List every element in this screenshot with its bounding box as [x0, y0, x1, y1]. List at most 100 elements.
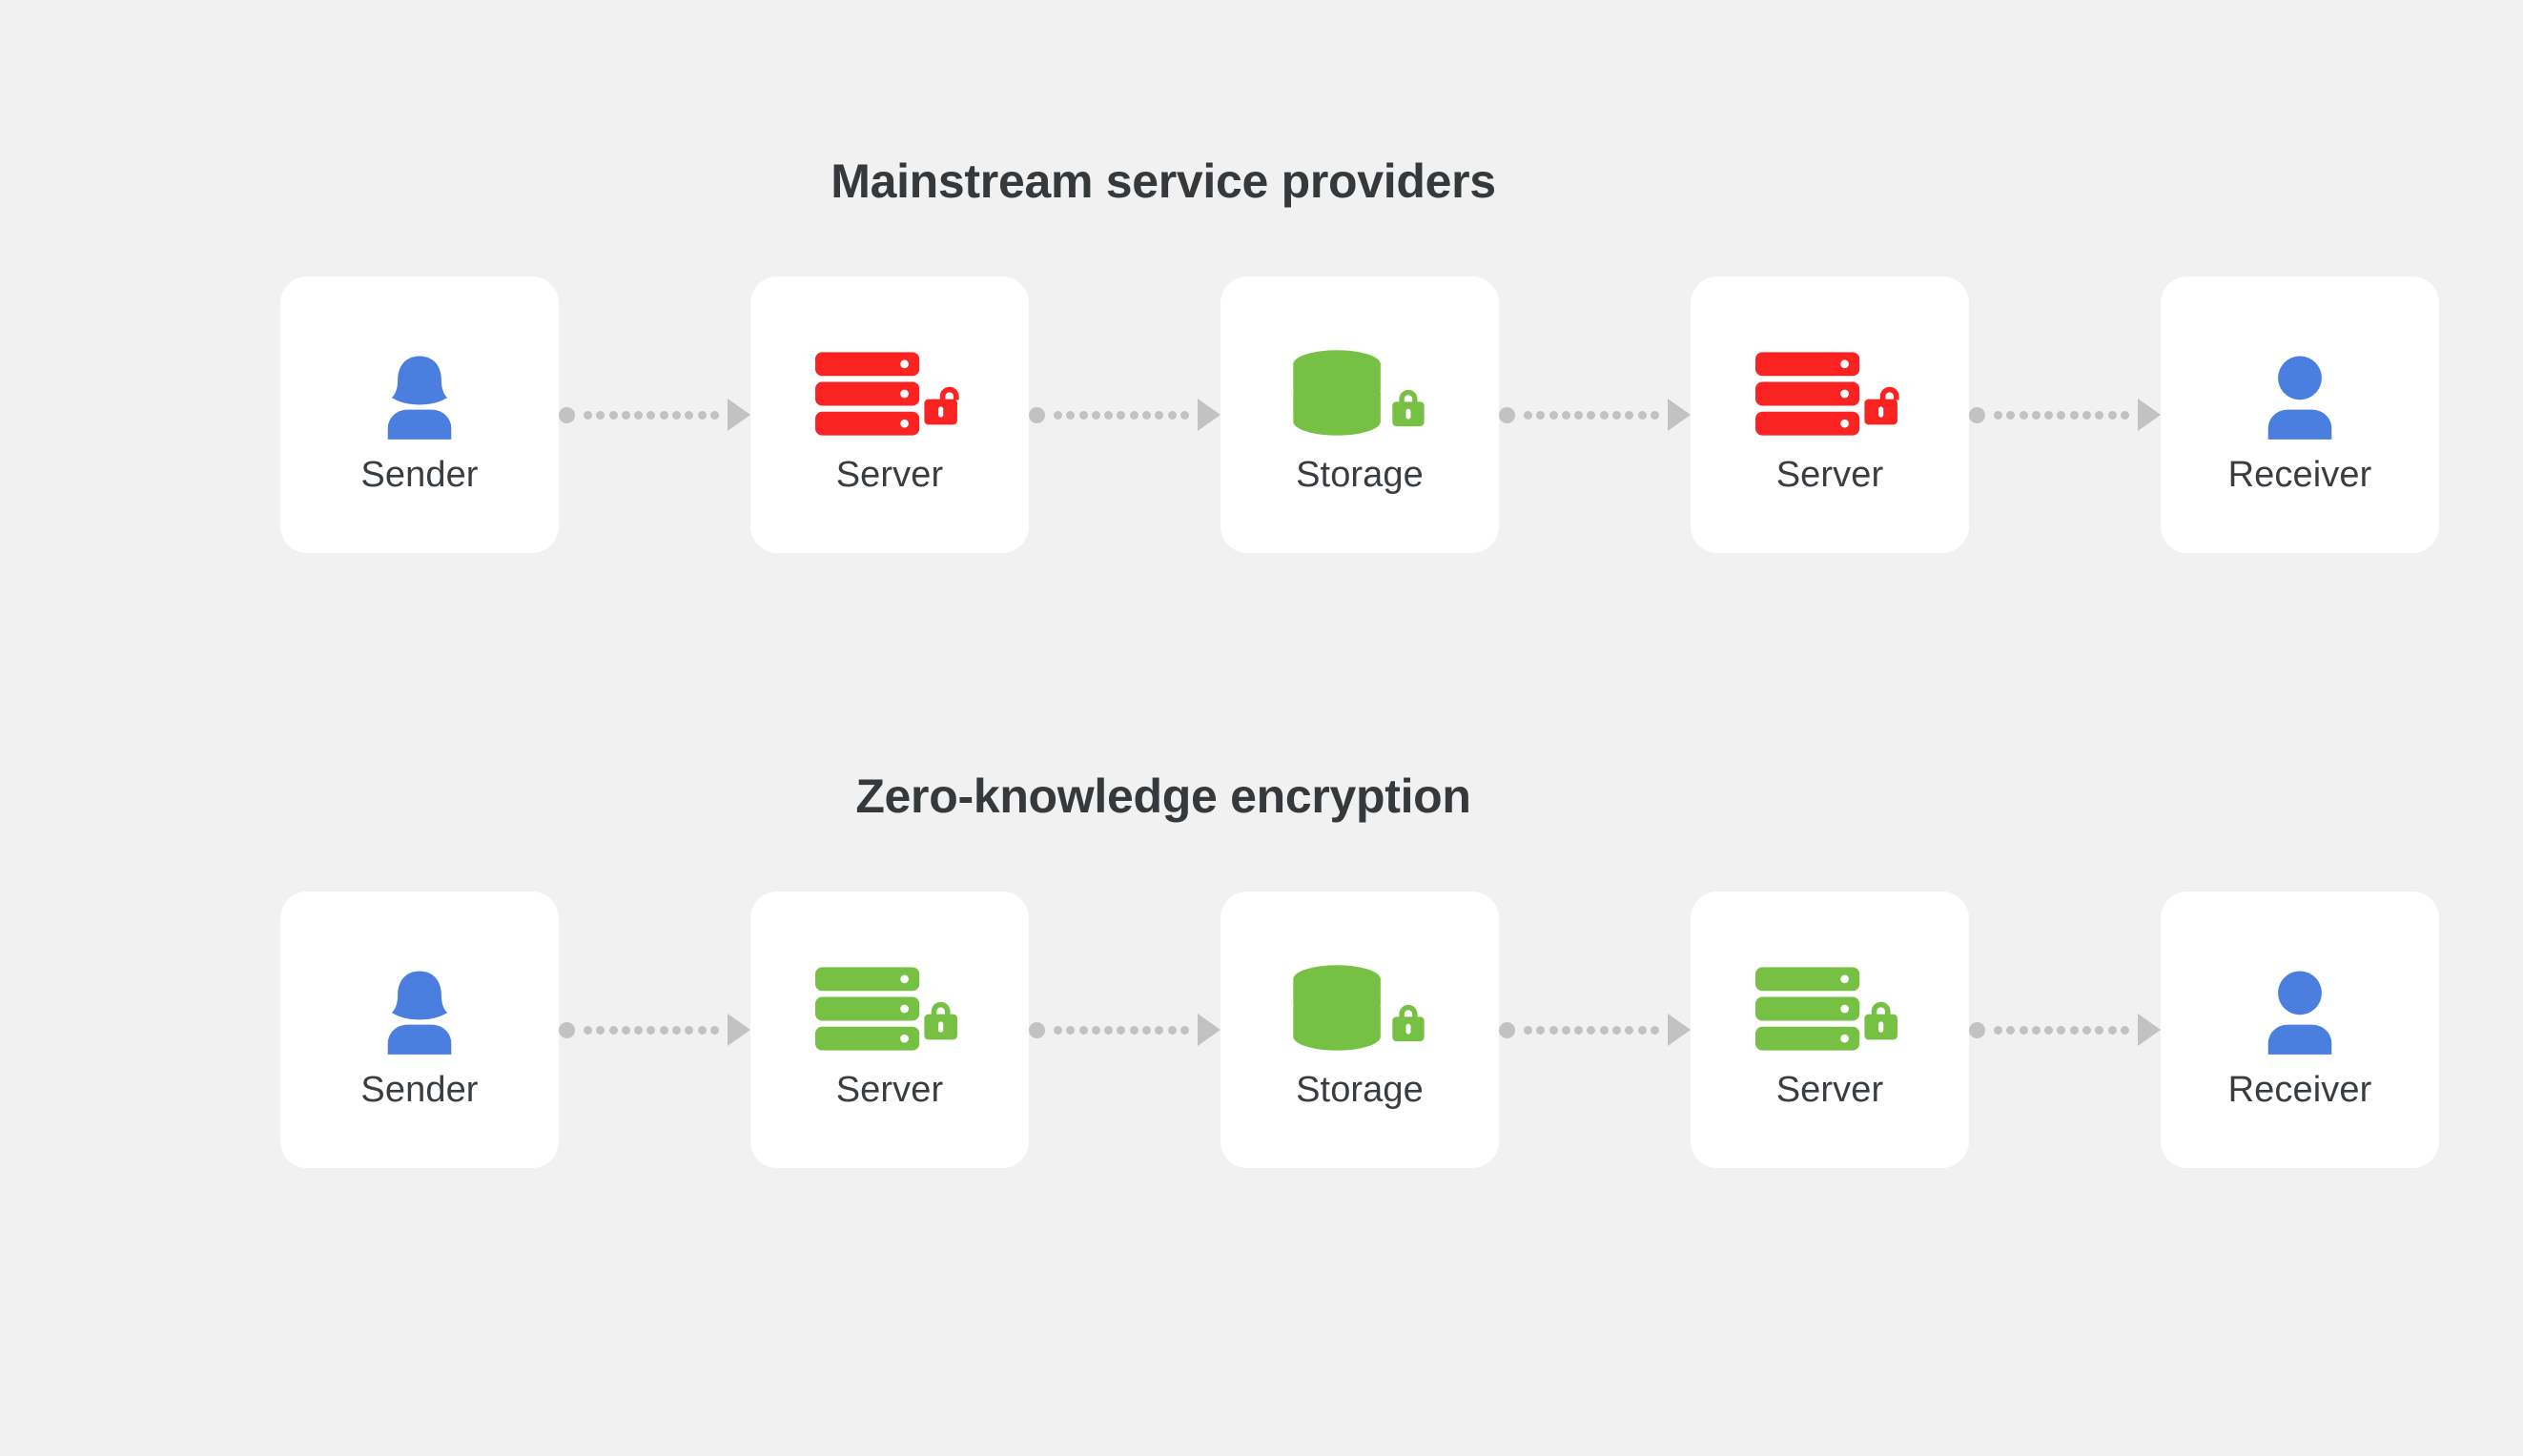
- connector-dot: [2069, 1025, 2079, 1035]
- connector-dot: [1599, 1025, 1609, 1035]
- connector-dot: [584, 410, 592, 420]
- connector-dot: [596, 1025, 605, 1035]
- dotted-arrow-icon: [559, 399, 750, 431]
- connector-dot: [1066, 1025, 1076, 1035]
- section-title: Mainstream service providers: [831, 154, 1496, 208]
- connector-start-dot: [559, 1021, 575, 1038]
- dotted-arrow-icon: [1499, 399, 1691, 431]
- connector-dot: [1078, 410, 1088, 420]
- connector-dot: [1574, 1025, 1584, 1035]
- connector-dot: [2019, 410, 2028, 420]
- connector-dot: [608, 1025, 618, 1035]
- card-label: Server: [835, 455, 944, 495]
- connector-dot: [1179, 410, 1189, 420]
- connector-dot: [2031, 1025, 2041, 1035]
- connector-dot: [1054, 1025, 1062, 1035]
- server-icon: [815, 952, 964, 1066]
- dotted-arrow-icon: [1499, 1014, 1691, 1046]
- connector-dots: [584, 410, 719, 420]
- connector-dot: [2057, 410, 2066, 420]
- connector-dot: [2095, 1025, 2104, 1035]
- connector-dot: [685, 410, 694, 420]
- connector-dot: [2044, 410, 2054, 420]
- connector-dot: [1054, 410, 1062, 420]
- connector-dots: [1054, 410, 1189, 420]
- flow-card-server-3[interactable]: Server: [1691, 277, 1969, 553]
- connector-dot: [1167, 410, 1177, 420]
- connector-dot: [1549, 1025, 1558, 1035]
- connector-dot: [1117, 1025, 1126, 1035]
- connector-dot: [1117, 410, 1126, 420]
- connector-dot: [621, 1025, 630, 1035]
- database-icon: [1285, 952, 1434, 1066]
- card-label: Storage: [1296, 1070, 1424, 1110]
- flow-card-sender-0[interactable]: Sender: [280, 277, 559, 553]
- server-icon: [815, 337, 964, 451]
- connector-dots: [1524, 1025, 1659, 1035]
- connector-dot: [1612, 410, 1622, 420]
- card-label: Server: [1775, 455, 1884, 495]
- card-label: Sender: [360, 1070, 479, 1110]
- database-icon: [1285, 337, 1434, 451]
- connector-dot: [1994, 1025, 2002, 1035]
- connector-dot: [1129, 410, 1138, 420]
- connector-dots: [1054, 1025, 1189, 1035]
- section-title: Zero-knowledge encryption: [855, 769, 1471, 823]
- dotted-arrow-icon: [1029, 1014, 1220, 1046]
- connector-dot: [709, 410, 719, 420]
- connector-dot: [1587, 410, 1596, 420]
- connector-dot: [1155, 1025, 1164, 1035]
- connector-dot: [1599, 410, 1609, 420]
- connector-dot: [1650, 1025, 1659, 1035]
- connector-dot: [2120, 410, 2129, 420]
- connector-dot: [1561, 1025, 1570, 1035]
- connector-dot: [1091, 410, 1100, 420]
- connector-dot: [634, 1025, 644, 1035]
- card-label: Receiver: [2227, 1070, 2372, 1110]
- connector-dot: [672, 1025, 682, 1035]
- connector-dot: [1091, 1025, 1100, 1035]
- connector-start-dot: [1029, 406, 1045, 423]
- connector-dot: [1142, 1025, 1152, 1035]
- connector-dot: [1612, 1025, 1622, 1035]
- dotted-arrow-icon: [1969, 1014, 2161, 1046]
- flow-card-storage-2[interactable]: Storage: [1220, 892, 1499, 1168]
- flow-card-receiver-4[interactable]: Receiver: [2161, 892, 2439, 1168]
- connector-arrowhead: [1668, 1014, 1691, 1046]
- connector-dot: [646, 410, 656, 420]
- connector-dot: [1637, 410, 1647, 420]
- connector-dot: [1524, 1025, 1532, 1035]
- flow-card-server-3[interactable]: Server: [1691, 892, 1969, 1168]
- connector-dot: [1625, 1025, 1634, 1035]
- card-label: Storage: [1296, 455, 1424, 495]
- flow-card-sender-0[interactable]: Sender: [280, 892, 559, 1168]
- card-label: Receiver: [2227, 455, 2372, 495]
- connector-dot: [1066, 410, 1076, 420]
- connector-start-dot: [1969, 1021, 1985, 1038]
- connector-start-dot: [1499, 406, 1515, 423]
- connector-dots: [1994, 1025, 2129, 1035]
- connector-dot: [1142, 410, 1152, 420]
- connector-dot: [1561, 410, 1570, 420]
- connector-arrowhead: [2138, 1014, 2161, 1046]
- connector-dot: [659, 1025, 668, 1035]
- flow-card-server-1[interactable]: Server: [750, 892, 1029, 1168]
- server-icon: [1755, 952, 1904, 1066]
- flow-card-server-1[interactable]: Server: [750, 277, 1029, 553]
- connector-dot: [2107, 410, 2117, 420]
- connector-dot: [1078, 1025, 1088, 1035]
- connector-dot: [1637, 1025, 1647, 1035]
- person-icon: [2250, 337, 2349, 451]
- connector-dot: [672, 410, 682, 420]
- dotted-arrow-icon: [559, 1014, 750, 1046]
- flow-card-receiver-4[interactable]: Receiver: [2161, 277, 2439, 553]
- connector-dot: [584, 1025, 592, 1035]
- connector-arrowhead: [728, 399, 750, 431]
- connector-arrowhead: [2138, 399, 2161, 431]
- connector-dot: [2006, 410, 2016, 420]
- flow-card-storage-2[interactable]: Storage: [1220, 277, 1499, 553]
- connector-dot: [1587, 1025, 1596, 1035]
- connector-arrowhead: [1198, 399, 1220, 431]
